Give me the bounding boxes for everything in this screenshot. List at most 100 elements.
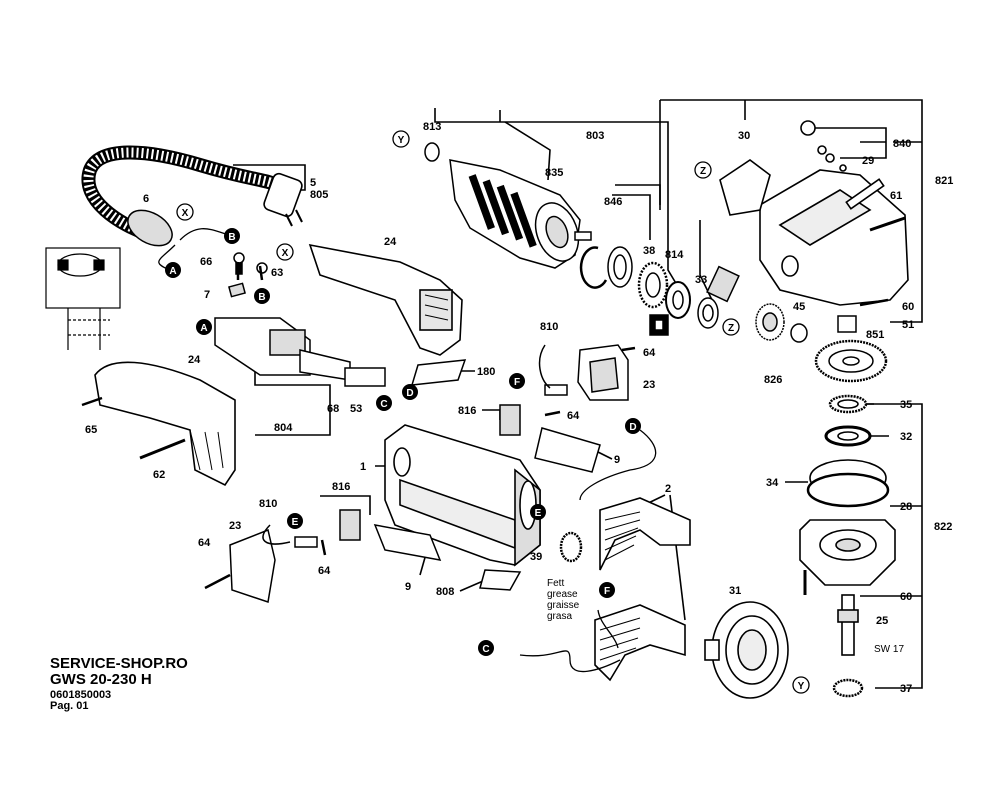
grease-note-fr: graisse bbox=[547, 600, 580, 611]
shop-name: SERVICE-SHOP.RO bbox=[50, 655, 188, 672]
part-label-9-upper: 9 bbox=[614, 454, 620, 466]
connector-c-badge: C bbox=[376, 395, 392, 411]
svg-text:A: A bbox=[169, 266, 176, 277]
part-label-66: 66 bbox=[200, 256, 212, 268]
part-label-816-upper: 816 bbox=[458, 405, 476, 417]
connector-a-badge: A bbox=[196, 319, 212, 335]
part-label-835: 835 bbox=[545, 167, 563, 179]
connector-x-badge: X bbox=[276, 243, 294, 261]
part-label-30: 30 bbox=[738, 130, 750, 142]
part-labels: 813 803 835 846 38 814 33 30 840 29 821 … bbox=[85, 121, 953, 695]
spindle-stack bbox=[799, 394, 896, 698]
connector-z-badge: Z bbox=[722, 318, 740, 336]
connector-y-badge: Y bbox=[392, 130, 410, 148]
part-label-33: 33 bbox=[695, 274, 707, 286]
connector-f-badge: F bbox=[509, 373, 525, 389]
part-label-62: 62 bbox=[153, 469, 165, 481]
part-label-38: 38 bbox=[643, 245, 655, 257]
part-label-25: 25 bbox=[876, 615, 888, 627]
connector-b-badge: B bbox=[254, 288, 270, 304]
part-label-35: 35 bbox=[900, 399, 912, 411]
part-label-803: 803 bbox=[586, 130, 604, 142]
connector-e-badge: E bbox=[287, 513, 303, 529]
document-footer: SERVICE-SHOP.RO GWS 20-230 H 0601850003 … bbox=[50, 656, 188, 713]
brush-holders bbox=[229, 344, 629, 603]
part-label-31: 31 bbox=[729, 585, 741, 597]
side-handle bbox=[81, 361, 236, 487]
wrench-size-note: SW 17 bbox=[874, 644, 904, 655]
grease-note-es: grasa bbox=[547, 611, 572, 622]
armature-rotor bbox=[424, 142, 592, 269]
svg-text:C: C bbox=[482, 644, 489, 655]
part-label-2: 2 bbox=[665, 483, 671, 495]
part-label-64-left: 64 bbox=[198, 537, 211, 549]
part-label-64-bottom: 64 bbox=[318, 565, 331, 577]
pinion-gear bbox=[755, 216, 906, 383]
svg-text:A: A bbox=[200, 323, 207, 334]
part-label-23-lower: 23 bbox=[229, 520, 241, 532]
bearings-rings bbox=[579, 246, 740, 336]
part-label-68: 68 bbox=[327, 403, 339, 415]
insulation-sheets bbox=[373, 359, 601, 591]
part-label-7: 7 bbox=[204, 289, 210, 301]
svg-text:X: X bbox=[182, 208, 189, 219]
part-label-60-upper: 60 bbox=[902, 301, 914, 313]
svg-text:D: D bbox=[629, 422, 636, 433]
part-label-37: 37 bbox=[900, 683, 912, 695]
part-label-821: 821 bbox=[935, 175, 953, 187]
part-label-45: 45 bbox=[793, 301, 805, 313]
handle-half-upper bbox=[308, 243, 463, 356]
part-label-9-lower: 9 bbox=[405, 581, 411, 593]
part-label-816-lower: 816 bbox=[332, 481, 350, 493]
part-label-6: 6 bbox=[143, 193, 149, 205]
svg-text:B: B bbox=[228, 232, 235, 243]
part-label-39: 39 bbox=[530, 551, 542, 563]
part-label-63: 63 bbox=[271, 267, 283, 279]
part-label-60-lower: 60 bbox=[900, 591, 912, 603]
gear-housing bbox=[719, 120, 909, 306]
svg-text:Z: Z bbox=[728, 323, 734, 334]
switch-assembly bbox=[214, 252, 386, 387]
part-label-65: 65 bbox=[85, 424, 97, 436]
part-label-846: 846 bbox=[604, 196, 622, 208]
connector-y-badge: Y bbox=[792, 676, 810, 694]
part-label-51: 51 bbox=[902, 319, 914, 331]
connector-x-badge: X bbox=[176, 203, 194, 221]
part-label-840: 840 bbox=[893, 138, 911, 150]
model-name: GWS 20-230 H bbox=[50, 670, 152, 688]
part-label-61: 61 bbox=[890, 190, 902, 202]
connector-b-badge: B bbox=[224, 228, 240, 244]
page-number: Pag. 01 bbox=[50, 700, 89, 713]
svg-text:E: E bbox=[292, 517, 299, 528]
svg-text:C: C bbox=[380, 399, 387, 410]
svg-text:Z: Z bbox=[700, 166, 706, 177]
part-label-29: 29 bbox=[862, 155, 874, 167]
connector-e-badge: E bbox=[530, 504, 546, 520]
part-label-34: 34 bbox=[766, 477, 779, 489]
svg-text:Y: Y bbox=[398, 135, 405, 146]
screws bbox=[204, 262, 636, 590]
grease-note-de: Fett bbox=[547, 578, 564, 589]
part-label-24-upper: 24 bbox=[384, 236, 397, 248]
part-label-23-upper: 23 bbox=[643, 379, 655, 391]
part-label-28: 28 bbox=[900, 501, 912, 513]
connector-f-badge: F bbox=[599, 582, 615, 598]
connector-d-badge: D bbox=[402, 384, 418, 400]
part-label-810-upper: 810 bbox=[540, 321, 558, 333]
part-label-64-mid: 64 bbox=[567, 410, 580, 422]
part-label-5: 5 bbox=[310, 177, 316, 189]
part-label-826: 826 bbox=[764, 374, 782, 386]
power-cable bbox=[81, 145, 303, 247]
svg-text:Y: Y bbox=[798, 681, 805, 692]
fan bbox=[559, 531, 583, 563]
part-label-804: 804 bbox=[274, 422, 293, 434]
grease-note-en: grease bbox=[547, 589, 578, 600]
connector-z-badge: Z bbox=[694, 161, 712, 179]
svg-text:F: F bbox=[514, 377, 520, 388]
part-label-808: 808 bbox=[436, 586, 454, 598]
part-label-805: 805 bbox=[310, 189, 328, 201]
motor-housing bbox=[384, 424, 541, 567]
connector-c-badge: C bbox=[478, 640, 494, 656]
svg-text:B: B bbox=[258, 292, 265, 303]
part-label-32: 32 bbox=[900, 431, 912, 443]
